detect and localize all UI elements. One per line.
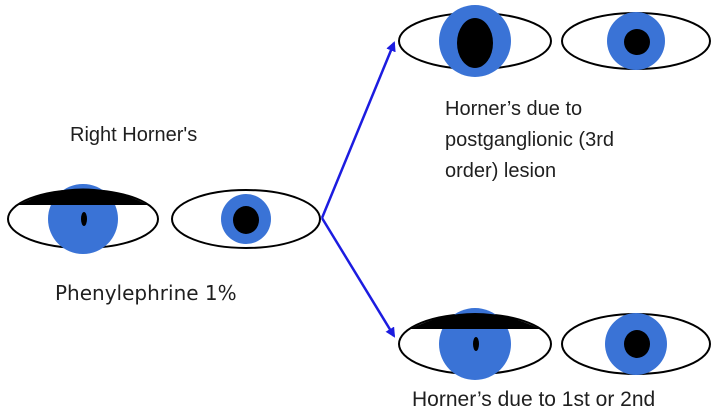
- initial-right-eye-ptosis: [7, 184, 159, 254]
- postganglionic-label-line-2: postganglionic (3rd: [445, 129, 614, 151]
- ptotic-eyelid: [18, 188, 148, 205]
- test-drug-label: Phenylephrine 1%: [55, 281, 237, 305]
- postganglionic-label-line-1: Horner’s due to: [445, 98, 583, 120]
- initial-left-eye-normal: [171, 189, 321, 249]
- arrow-to-preganglionic: [320, 217, 396, 338]
- preganglionic-outcome-label: Horner’s due to 1st or 2nd: [412, 388, 656, 411]
- branch-arrows: [320, 41, 396, 338]
- pupil: [457, 18, 493, 68]
- postganglionic-right-eye: [398, 5, 552, 77]
- pupil: [624, 29, 650, 55]
- postganglionic-outcome-label: Horner’s due to postganglionic (3rd orde…: [445, 94, 645, 187]
- pupil: [81, 212, 87, 226]
- condition-label: Right Horner's: [70, 124, 198, 146]
- postganglionic-label-line-3: order) lesion: [445, 160, 557, 182]
- preganglionic-left-eye: [561, 313, 711, 375]
- pupil: [624, 330, 650, 358]
- pupil: [233, 206, 259, 234]
- postganglionic-left-eye: [561, 12, 711, 70]
- arrow-to-postganglionic: [320, 41, 396, 219]
- ptotic-eyelid: [410, 313, 540, 329]
- preganglionic-right-eye: [398, 308, 552, 380]
- pupil: [473, 337, 479, 351]
